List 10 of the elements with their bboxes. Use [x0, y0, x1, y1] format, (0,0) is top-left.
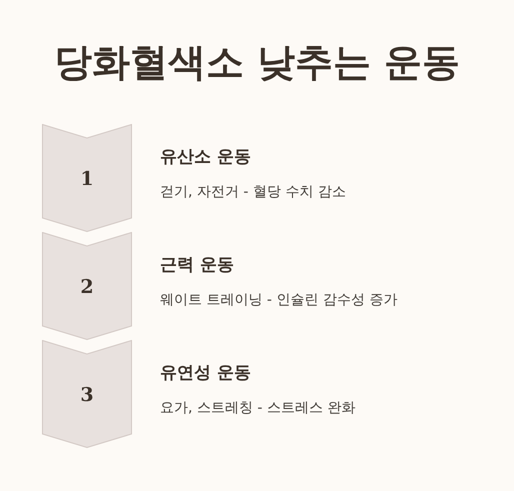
step-heading: 유산소 운동 [160, 146, 251, 168]
step-heading: 유연성 운동 [160, 362, 251, 384]
title: 당화혈색소 낮추는 운동 [52, 40, 462, 86]
step-description: 요가, 스트레칭 - 스트레스 완화 [160, 399, 356, 417]
step-description: 걷기, 자전거 - 혈당 수치 감소 [160, 183, 346, 201]
step-heading: 근력 운동 [160, 254, 234, 276]
step-description: 웨이트 트레이닝 - 인슐린 감수성 증가 [160, 291, 398, 309]
step-number: 3 [79, 384, 95, 406]
step-number: 1 [79, 168, 95, 190]
step-number: 2 [79, 276, 95, 298]
